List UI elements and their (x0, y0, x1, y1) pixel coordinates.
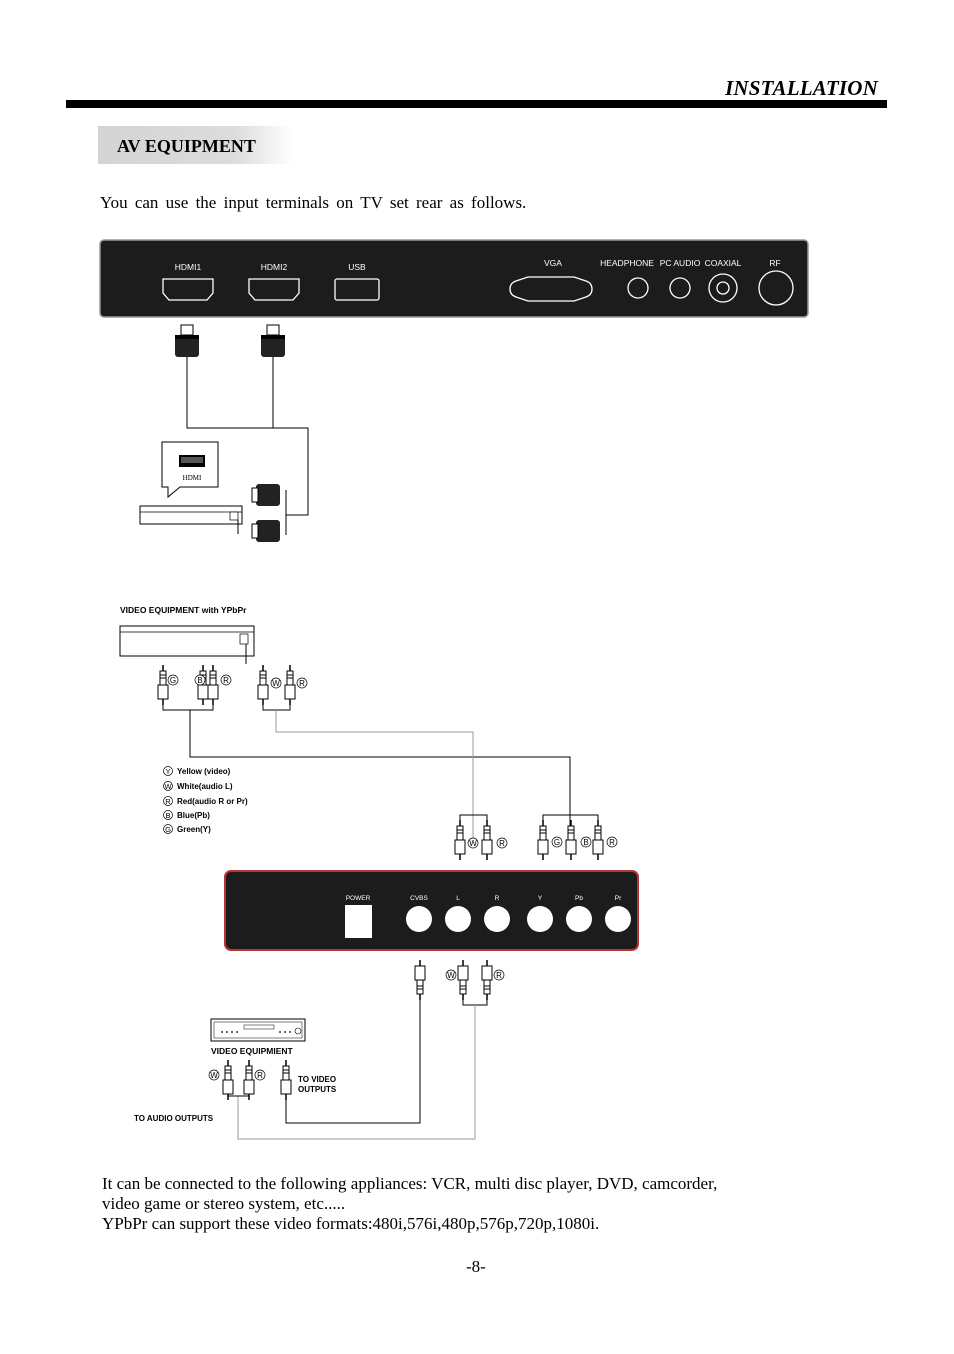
hdmi-device-plugs (251, 484, 280, 542)
legend-yellow: Yellow (video) (177, 767, 231, 776)
vga-port-icon (509, 276, 593, 302)
vcr-video-plug-icon (280, 1059, 292, 1101)
footer-line-2: video game or stereo system, etc..... (102, 1194, 346, 1213)
port-label-usb: USB (348, 262, 366, 272)
pc-audio-port-icon (669, 277, 691, 299)
tv-rear-panel (99, 239, 809, 318)
svg-text:R: R (257, 1071, 263, 1080)
ypbpr-audio-red-plug-icon (284, 664, 296, 706)
hdmi1-plug-icon (174, 324, 200, 358)
l-jack-icon (445, 906, 471, 932)
panel-audio-red-plug-icon (481, 819, 493, 861)
svg-text:R: R (223, 676, 229, 685)
svg-text:W: W (164, 782, 172, 791)
av-label-cvbs: CVBS (410, 895, 428, 902)
power-button-icon (345, 905, 372, 938)
y-jack-icon (527, 906, 553, 932)
legend-blue: Blue(Pb) (177, 811, 210, 820)
svg-text:B: B (197, 676, 202, 685)
ypbpr-red-plug-icon (207, 664, 219, 706)
video-equipment-device (210, 1018, 306, 1042)
section-band (98, 126, 293, 164)
svg-text:Y: Y (165, 767, 170, 776)
audio-r-plug-icon (481, 959, 493, 1001)
usb-port-icon (334, 278, 380, 301)
legend-green: Green(Y) (177, 825, 211, 834)
svg-text:W: W (447, 971, 455, 980)
svg-text:W: W (272, 679, 280, 688)
ypbpr-device (119, 625, 255, 664)
svg-text:R: R (165, 797, 171, 806)
coaxial-port-icon (708, 273, 738, 303)
rf-port-icon (758, 270, 794, 306)
svg-text:G: G (554, 838, 560, 847)
svg-text:R: R (496, 971, 502, 980)
hdmi-device-label: HDMI (183, 474, 202, 482)
to-video-label-line2: OUTPUTS (298, 1085, 337, 1094)
hdmi-source-device: HDMI (139, 441, 243, 534)
cvbs-jack-icon (406, 906, 432, 932)
svg-text:G: G (170, 676, 176, 685)
video-equipment-title: VIDEO EQUIPMIENT (211, 1046, 294, 1056)
svg-text:R: R (499, 839, 505, 848)
port-label-hdmi2: HDMI2 (261, 262, 288, 272)
footer-line-3: YPbPr can support these video formats:48… (102, 1214, 600, 1233)
svg-text:B: B (583, 838, 588, 847)
vcr-audio-red-plug-icon (243, 1059, 255, 1101)
port-label-hdmi1: HDMI1 (175, 262, 202, 272)
section-title: AV EQUIPMENT (117, 136, 256, 156)
av-label-pr: Pr (615, 895, 622, 902)
footer-text: It can be connected to the following app… (102, 1174, 822, 1234)
svg-text:B: B (165, 811, 170, 820)
title-rule (66, 100, 887, 108)
to-audio-label: TO AUDIO OUTPUTS (134, 1114, 214, 1123)
hdmi2-plug-icon (260, 324, 286, 358)
intro-text: You can use the input terminals on TV se… (100, 193, 527, 212)
r-jack-icon (484, 906, 510, 932)
panel-red-plug-icon (592, 819, 604, 861)
svg-text:G: G (165, 825, 171, 834)
page-title: INSTALLATION (725, 76, 878, 100)
legend-white: White(audio L) (177, 782, 233, 791)
ypbpr-green-plug-icon (157, 664, 169, 706)
cvbs-plug-icon (414, 959, 426, 1001)
coaxial-inner-icon (716, 281, 730, 295)
footer-line-1: It can be connected to the following app… (102, 1174, 718, 1193)
hdmi1-port-icon (162, 278, 214, 301)
av-label-power: POWER (346, 895, 371, 902)
panel-blue-plug-icon (565, 819, 577, 861)
av-label-r: R (495, 895, 500, 902)
ypbpr-audio-white-plug-icon (257, 664, 269, 706)
port-label-vga: VGA (544, 258, 562, 268)
audio-l-plug-icon (457, 959, 469, 1001)
pb-jack-icon (566, 906, 592, 932)
port-label-pc-audio: PC AUDIO (660, 258, 701, 268)
av-label-l: L (456, 895, 460, 902)
port-label-coaxial: COAXIAL (705, 258, 742, 268)
page-number: -8- (466, 1257, 486, 1276)
port-label-rf: RF (769, 258, 780, 268)
panel-audio-white-plug-icon (454, 819, 466, 861)
legend-red: Red(audio R or Pr) (177, 797, 248, 806)
svg-text:R: R (609, 838, 615, 847)
pr-jack-icon (605, 906, 631, 932)
ypbpr-equipment-title: VIDEO EQUIPMENT with YPbPr (120, 605, 247, 615)
port-label-headphone: HEADPHONE (600, 258, 654, 268)
headphone-port-icon (627, 277, 649, 299)
svg-text:R: R (299, 679, 305, 688)
hdmi2-port-icon (248, 278, 300, 301)
svg-text:W: W (469, 839, 477, 848)
av-label-y: Y (538, 895, 543, 902)
panel-green-plug-icon (537, 819, 549, 861)
to-video-label-line1: TO VIDEO (298, 1075, 336, 1084)
svg-text:W: W (210, 1071, 218, 1080)
color-legend: Y W R B G Yellow (video) White(audio L) … (163, 766, 248, 834)
hdmi1-cable (186, 357, 309, 516)
vcr-audio-white-plug-icon (222, 1059, 234, 1101)
av-label-pb: Pb (575, 895, 583, 902)
